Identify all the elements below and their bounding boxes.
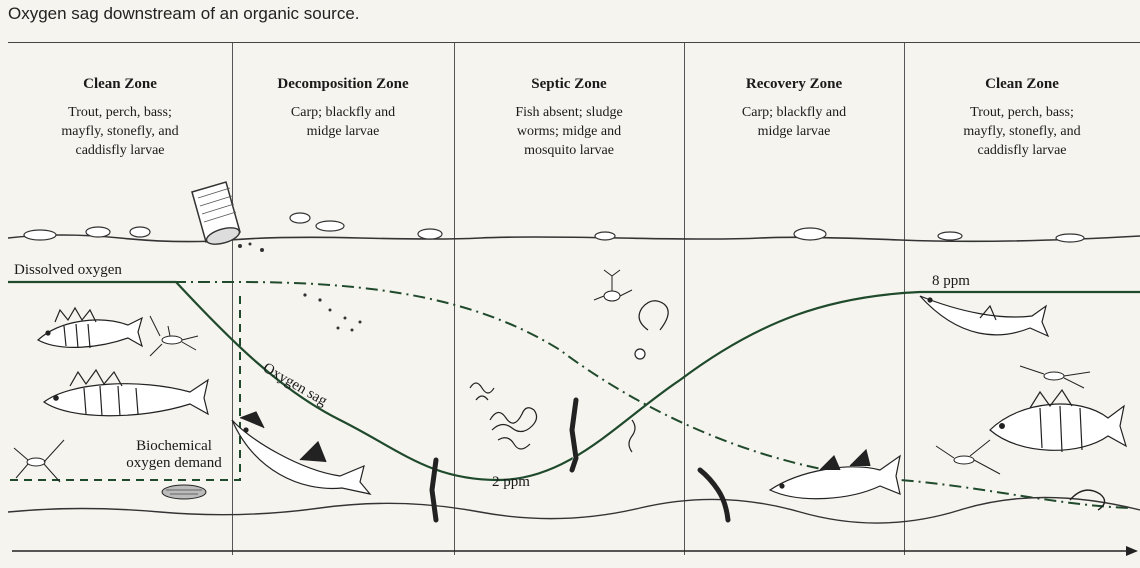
sludge-worms-icon bbox=[470, 383, 537, 449]
perch-downstream-icon bbox=[990, 390, 1126, 452]
bod-label: Biochemical oxygen demand bbox=[104, 438, 244, 472]
trout-fish-icon bbox=[920, 296, 1048, 336]
dissolved-oxygen-label: Dissolved oxygen bbox=[14, 262, 122, 279]
mayfly-larva-icon bbox=[150, 316, 198, 356]
flow-direction-arrow bbox=[12, 546, 1138, 556]
midge-larva-icon bbox=[635, 301, 668, 359]
max-do-label: 8 ppm bbox=[932, 273, 970, 290]
caddisfly-case-icon bbox=[162, 485, 206, 499]
min-do-label: 2 ppm bbox=[492, 474, 530, 491]
bod-label-line: oxygen demand bbox=[104, 455, 244, 472]
bass-fish-icon bbox=[44, 370, 208, 416]
recovery-carp-icon bbox=[770, 450, 900, 499]
stonefly-larva-icon bbox=[14, 440, 64, 482]
water-surface-line bbox=[8, 235, 1140, 242]
recovery-blackfly-larva-icon bbox=[700, 470, 728, 520]
mosquito-larva-icon bbox=[594, 270, 632, 301]
bod-label-line: Biochemical bbox=[104, 438, 244, 455]
sewage-pipe-icon bbox=[192, 182, 241, 247]
river-bed-line bbox=[8, 498, 1140, 524]
bloodworm-icon bbox=[432, 400, 635, 520]
perch-fish-icon bbox=[38, 308, 142, 348]
